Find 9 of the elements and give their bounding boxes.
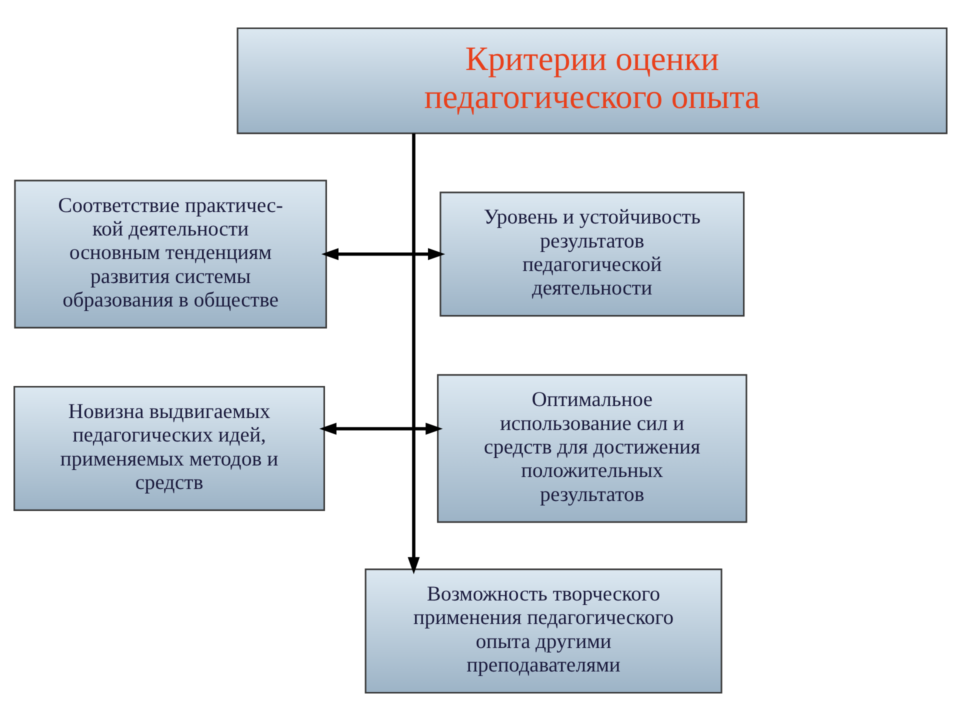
node-box: Соответствие практичес- кой деятельности основным тенденциям развития системы образования в обществе <box>14 179 326 328</box>
node-box: Новизна выдвигаемых педагогических идей, применяемых методов и средств <box>13 385 325 510</box>
node-box: Уровень и устойчивость результатов педагогической деятельности <box>439 191 744 316</box>
node-box: Оптимальное использование сил и средств для достижения положительных результатов <box>436 374 747 522</box>
arrow <box>318 422 442 434</box>
arrow <box>407 133 420 574</box>
node-box: Критерии оценки педагогического опыта <box>236 26 947 134</box>
node-box: Возможность творческого применения педагогического опыта другими преподавателями <box>364 568 722 694</box>
arrow <box>320 248 445 260</box>
